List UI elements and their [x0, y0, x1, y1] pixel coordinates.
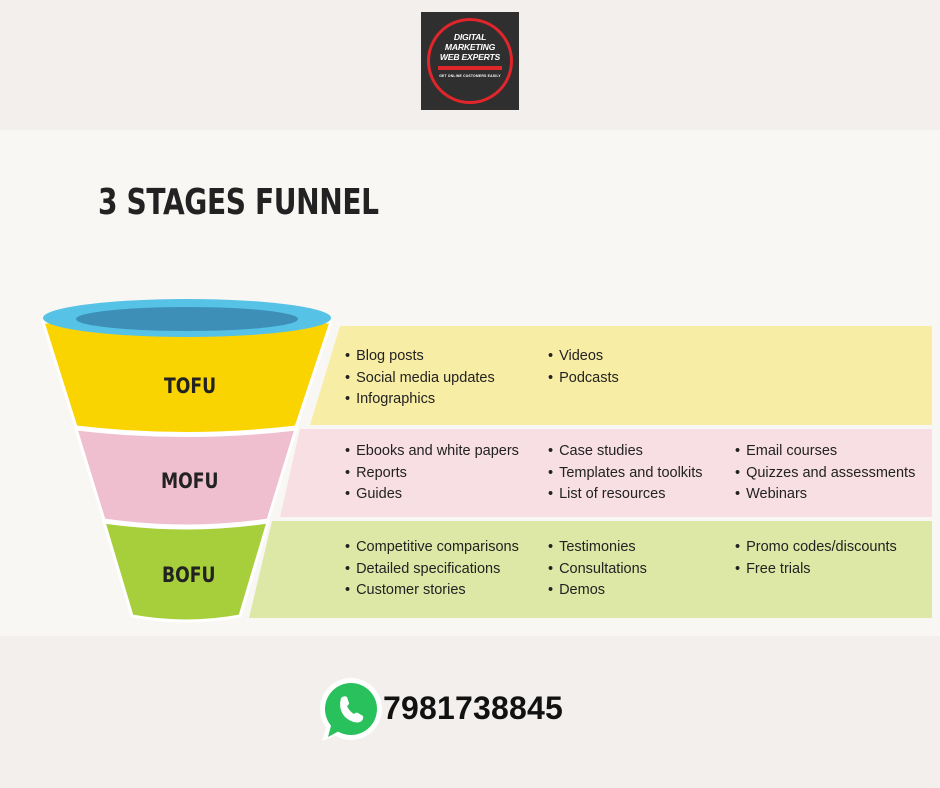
logo-line-2: MARKETING	[444, 42, 496, 52]
page-title: 3 STAGES FUNNEL	[98, 182, 379, 223]
list-item: Ebooks and white papers	[345, 441, 519, 463]
stage-label-tofu: TOFU	[164, 374, 217, 398]
stage-label-bofu: BOFU	[162, 563, 216, 587]
whatsapp-icon[interactable]	[316, 677, 384, 745]
list-item: Blog posts	[345, 346, 495, 368]
tofu-column-2: Videos Podcasts	[548, 346, 619, 389]
list-item: Detailed specifications	[345, 559, 519, 581]
logo-tagline: GET ONLINE CUSTOMERS EASILY	[439, 74, 501, 78]
list-item: Podcasts	[548, 368, 619, 390]
list-item: Testimonies	[548, 537, 647, 559]
list-item: Quizzes and assessments	[735, 463, 915, 485]
list-item: Competitive comparisons	[345, 537, 519, 559]
logo-line-1: DIGITAL	[453, 32, 487, 42]
list-item: Infographics	[345, 389, 495, 411]
list-item: Social media updates	[345, 368, 495, 390]
mofu-funnel-segment	[73, 427, 299, 528]
bofu-column-1: Competitive comparisons Detailed specifi…	[345, 537, 519, 602]
list-item: Consultations	[548, 559, 647, 581]
bofu-funnel-segment	[101, 520, 271, 623]
bofu-column-3: Promo codes/discounts Free trials	[735, 537, 897, 580]
logo-text: DIGITAL MARKETING WEB EXPERTS	[421, 32, 519, 62]
list-item: Webinars	[735, 484, 915, 506]
funnel-opening	[76, 307, 298, 331]
mofu-column-2: Case studies Templates and toolkits List…	[548, 441, 703, 506]
funnel-infographic: 3 STAGES FUNNEL TOFU MOFU BOFU Blog post…	[0, 130, 940, 636]
list-item: Customer stories	[345, 580, 519, 602]
list-item: Demos	[548, 580, 647, 602]
list-item: Email courses	[735, 441, 915, 463]
list-item: Free trials	[735, 559, 897, 581]
list-item: Case studies	[548, 441, 703, 463]
list-item: Reports	[345, 463, 519, 485]
tofu-column-1: Blog posts Social media updates Infograp…	[345, 346, 495, 411]
mofu-column-1: Ebooks and white papers Reports Guides	[345, 441, 519, 506]
mofu-column-3: Email courses Quizzes and assessments We…	[735, 441, 915, 506]
logo-bar	[438, 66, 502, 70]
stage-label-mofu: MOFU	[161, 469, 219, 493]
list-item: Guides	[345, 484, 519, 506]
list-item: Templates and toolkits	[548, 463, 702, 485]
tofu-funnel-segment	[40, 320, 334, 435]
logo-line-3: WEB EXPERTS	[439, 52, 501, 62]
phone-number[interactable]: 7981738845	[383, 690, 563, 726]
logo-ring	[427, 18, 513, 104]
list-item: Videos	[548, 346, 619, 368]
list-item: List of resources	[548, 484, 703, 506]
brand-logo: DIGITAL MARKETING WEB EXPERTS GET ONLINE…	[421, 12, 519, 110]
bofu-column-2: Testimonies Consultations Demos	[548, 537, 647, 602]
list-item: Promo codes/discounts	[735, 537, 897, 559]
